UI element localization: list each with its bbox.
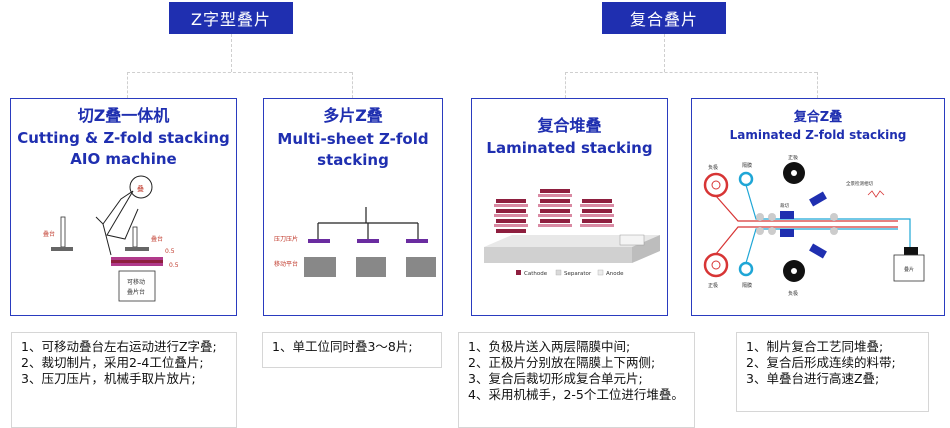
svg-text:负极: 负极 — [708, 164, 718, 171]
description-box: 1、负极片送入两层隔膜中间; 2、正极片分别放在隔膜上下两侧; 3、复合后裁切形… — [458, 332, 695, 428]
connector — [352, 72, 353, 98]
svg-text:正极: 正极 — [788, 155, 798, 161]
description-line: 2、裁切制片，采用2-4工位叠片; — [21, 355, 204, 370]
connector — [127, 72, 128, 98]
svg-text:裁切: 裁切 — [780, 202, 789, 209]
multi-sheet-diagram: 压刀压片 移动平台 — [274, 207, 436, 277]
svg-text:叠: 叠 — [137, 185, 144, 193]
card-title-cn: 多片Z叠 — [323, 106, 383, 125]
description-line: 4、采用机械手，2-5个工位进行堆叠。 — [468, 387, 684, 402]
description-line: 1、单工位同时叠3～8片; — [272, 339, 413, 354]
svg-text:0.5: 0.5 — [165, 248, 175, 255]
cutting-stacking-diagram: 叠 叠台 叠台 0.5 0.5 可移动 叠片台 — [43, 175, 179, 302]
laminated-z-fold-diagram: 负极 正极 隔膜 隔膜 正极 负极 裁切 全景检测相切 叠片 — [703, 155, 925, 297]
svg-text:叠片台: 叠片台 — [127, 288, 145, 296]
description-line: 1、制片复合工艺同堆叠; — [746, 339, 884, 354]
card-title-en: Laminated stacking — [486, 139, 653, 157]
card-title-cn: 切Z叠一体机 — [77, 106, 170, 125]
card-title-en: AIO machine — [70, 150, 177, 168]
category-z-fold: Z字型叠片 — [169, 2, 293, 34]
svg-text:正极: 正极 — [708, 282, 718, 289]
connector — [664, 34, 665, 72]
svg-text:可移动: 可移动 — [127, 278, 145, 286]
description-line: 3、复合后裁切形成复合单元片; — [468, 371, 643, 386]
card-laminated-stacking: 复合堆叠 Laminated stacking Cathode Separato… — [471, 98, 668, 316]
connector — [817, 72, 818, 98]
card-title-en: Laminated Z-fold stacking — [729, 128, 907, 142]
card-laminated-z-fold: 复合Z叠 Laminated Z-fold stacking 负极 正极 隔膜 … — [691, 98, 945, 316]
svg-text:隔膜: 隔膜 — [742, 282, 752, 289]
svg-text:叠台: 叠台 — [151, 235, 163, 243]
card-title-en: Multi-sheet Z-fold — [277, 130, 429, 148]
svg-text:叠片: 叠片 — [904, 266, 914, 273]
svg-text:叠台: 叠台 — [43, 230, 55, 238]
svg-text:负极: 负极 — [788, 290, 798, 297]
svg-text:隔膜: 隔膜 — [742, 162, 752, 169]
svg-text:全景检测相切: 全景检测相切 — [846, 180, 873, 187]
card-title-en: Cutting & Z-fold stacking — [17, 129, 230, 147]
connector — [127, 72, 352, 73]
card-cutting-z-fold: 切Z叠一体机 Cutting & Z-fold stacking AIO mac… — [10, 98, 237, 316]
card-title-en: stacking — [317, 151, 389, 169]
description-line: 3、压刀压片，机械手取片放片; — [21, 371, 196, 386]
card-title-cn: 复合Z叠 — [793, 110, 843, 125]
description-line: 2、正极片分别放在隔膜上下两侧; — [468, 355, 656, 370]
connector — [565, 72, 817, 73]
connector — [231, 34, 232, 72]
description-line: 2、复合后形成连续的料带; — [746, 355, 896, 370]
card-multi-sheet: 多片Z叠 Multi-sheet Z-fold stacking 压刀压片 移动… — [263, 98, 443, 316]
connector — [565, 72, 566, 98]
svg-text:Separator: Separator — [564, 271, 592, 277]
svg-text:Anode: Anode — [606, 271, 624, 277]
laminated-stacking-image: Cathode Separator Anode — [484, 189, 660, 277]
description-box: 1、制片复合工艺同堆叠; 2、复合后形成连续的料带; 3、单叠台进行高速Z叠; — [736, 332, 929, 412]
svg-text:0.5: 0.5 — [169, 262, 179, 269]
description-line: 1、负极片送入两层隔膜中间; — [468, 339, 631, 354]
description-line: 3、单叠台进行高速Z叠; — [746, 371, 880, 386]
svg-text:Cathode: Cathode — [524, 271, 548, 277]
category-composite: 复合叠片 — [602, 2, 726, 34]
svg-text:移动平台: 移动平台 — [274, 260, 298, 268]
card-title-cn: 复合堆叠 — [537, 116, 602, 135]
description-box: 1、单工位同时叠3～8片; — [262, 332, 442, 368]
description-box: 1、可移动叠台左右运动进行Z字叠; 2、裁切制片，采用2-4工位叠片; 3、压刀… — [11, 332, 237, 428]
svg-text:压刀压片: 压刀压片 — [274, 235, 298, 243]
description-line: 1、可移动叠台左右运动进行Z字叠; — [21, 339, 217, 354]
